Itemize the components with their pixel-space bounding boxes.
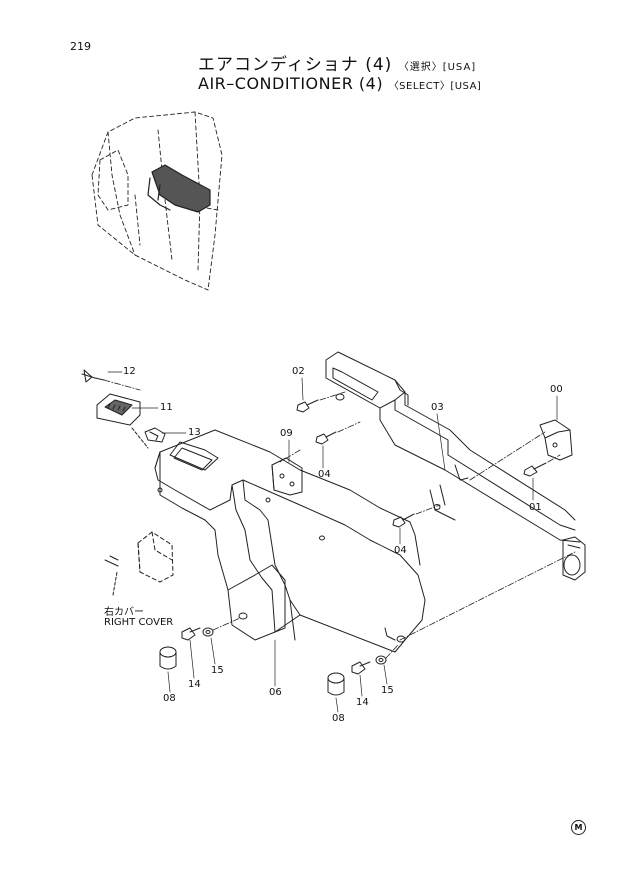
screw-right-cover — [104, 555, 119, 567]
callout-04-upper: 04 — [318, 469, 331, 480]
washer-15-left — [202, 627, 214, 637]
page-number: 219 — [70, 40, 91, 53]
switch-panel-11 — [96, 393, 141, 426]
callout-09: 09 — [280, 428, 293, 439]
title-en-note: 〈SELECT〉[USA] — [388, 81, 482, 92]
leader-11-13 — [131, 427, 149, 449]
title-jp-main: エアコンディショナ (4) — [198, 55, 393, 75]
assembly-lines — [103, 379, 576, 659]
title-en-main: AIR–CONDITIONER (4) — [198, 74, 384, 93]
bolt-14-left — [181, 627, 201, 641]
callout-01: 01 — [529, 502, 542, 513]
right-cover-outline — [137, 531, 174, 583]
callout-14-right: 14 — [356, 697, 369, 708]
right-cover-leader — [112, 571, 118, 596]
screw-12 — [81, 369, 105, 383]
callout-04-lower: 04 — [394, 545, 407, 556]
right-cover-label-en: RIGHT COVER — [104, 617, 174, 628]
duct-outlet-right — [562, 536, 586, 581]
callout-08-right: 08 — [332, 713, 345, 724]
bolt-04-lower — [392, 513, 415, 528]
corner-mark-m: M — [571, 820, 586, 835]
callout-13: 13 — [188, 427, 201, 438]
callout-12: 12 — [123, 366, 136, 377]
bolt-02 — [296, 399, 319, 413]
callout-15-right: 15 — [381, 685, 394, 696]
cap-08-left — [159, 646, 177, 670]
callout-02: 02 — [292, 366, 305, 377]
title-japanese: エアコンディショナ (4) 〈選択〉[USA] — [198, 50, 476, 75]
plate-09 — [271, 457, 303, 496]
leader-lines — [107, 371, 558, 713]
callout-15-left: 15 — [211, 665, 224, 676]
title-english: AIR–CONDITIONER (4) 〈SELECT〉[USA] — [198, 74, 481, 93]
callout-03: 03 — [431, 402, 444, 413]
cap-08-right — [327, 672, 345, 696]
callout-14-left: 14 — [188, 679, 201, 690]
duct-03 — [325, 351, 581, 543]
callout-06: 06 — [269, 687, 282, 698]
callout-08-left: 08 — [163, 693, 176, 704]
bolt-04-upper — [315, 431, 337, 445]
clip-13 — [144, 427, 166, 443]
cab-aircon-unit-highlight — [147, 164, 211, 213]
callout-11: 11 — [160, 402, 173, 413]
title-jp-note: 〈選択〉[USA] — [398, 62, 477, 73]
right-cover-label-jp: 右カバー — [104, 607, 144, 618]
callout-00: 00 — [550, 384, 563, 395]
cover-panel-06 — [154, 429, 426, 653]
bolt-01 — [523, 462, 547, 477]
bolt-14-right — [351, 661, 371, 675]
bracket-00 — [539, 419, 573, 461]
washer-15-right — [375, 655, 387, 665]
